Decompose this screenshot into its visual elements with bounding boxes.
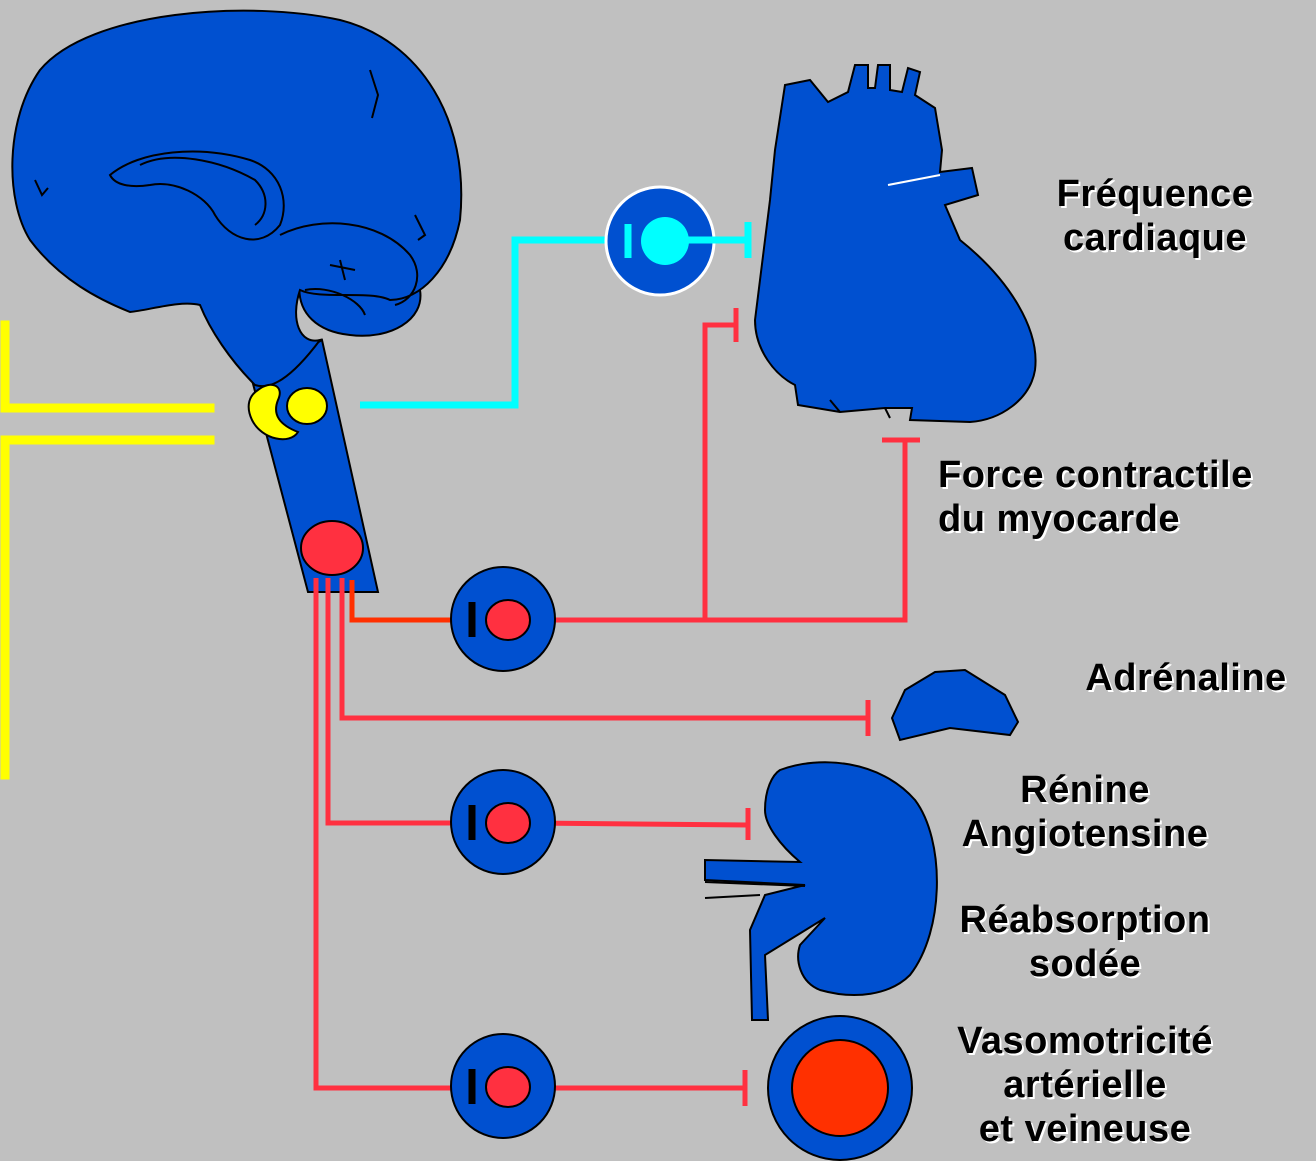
- label-adrenaline: Adrénaline: [1072, 656, 1300, 700]
- label-heart-rate-line1: Fréquence: [1040, 172, 1270, 216]
- label-vaso-line1: Vasomotricité: [940, 1019, 1230, 1063]
- label-sodium-line2: sodée: [945, 942, 1225, 986]
- label-heart-rate-line2: cardiaque: [1040, 216, 1270, 260]
- kidney: [705, 762, 937, 1020]
- label-sodium: Réabsorption sodée: [945, 898, 1225, 986]
- label-contractility: Force contractile du myocarde: [938, 453, 1253, 541]
- label-renin: Rénine Angiotensine: [945, 768, 1225, 856]
- adrenal-gland: [892, 670, 1018, 740]
- label-contractility-line2: du myocarde: [938, 497, 1253, 541]
- label-renin-line2: Angiotensine: [945, 812, 1225, 856]
- blood-vessel: [768, 1016, 912, 1160]
- label-adrenaline-line1: Adrénaline: [1072, 656, 1300, 700]
- label-sodium-line1: Réabsorption: [945, 898, 1225, 942]
- ganglion-renal: [451, 770, 555, 874]
- label-vaso-line2: artérielle: [940, 1063, 1230, 1107]
- brain: [12, 11, 461, 592]
- afferent-pathway: [5, 325, 210, 775]
- label-contractility-line1: Force contractile: [938, 453, 1253, 497]
- label-renin-line1: Rénine: [945, 768, 1225, 812]
- vagal-nucleus: [287, 388, 327, 424]
- heart: [755, 65, 1036, 422]
- vasomotor-center: [301, 521, 363, 575]
- label-vaso: Vasomotricité artérielle et veineuse: [940, 1019, 1230, 1151]
- label-vaso-line3: et veineuse: [940, 1107, 1230, 1151]
- ganglion-cardiac: [451, 567, 555, 671]
- label-heart-rate: Fréquence cardiaque: [1040, 172, 1270, 260]
- ganglion-vascular: [451, 1034, 555, 1138]
